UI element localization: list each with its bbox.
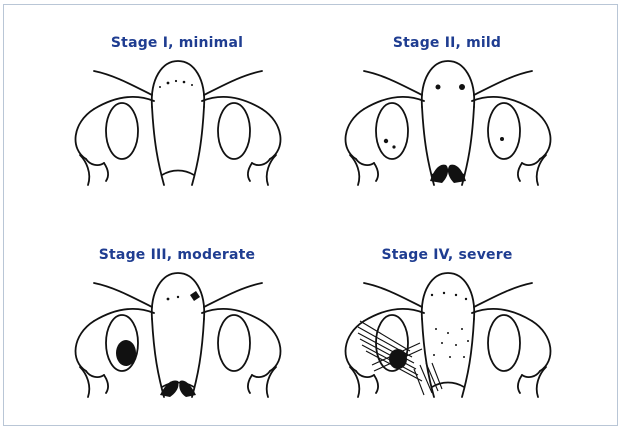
panel-stage-3: Stage III, moderate	[42, 225, 312, 410]
uterus-stage-1-illustration	[42, 13, 312, 198]
uterus-stage-2-illustration	[312, 13, 582, 198]
panel-stage-1: Stage I, minimal	[42, 13, 312, 198]
adhesion-lines	[358, 321, 422, 381]
uterus-stage-4-illustration	[312, 225, 582, 410]
panel-stage-4: Stage IV, severe	[312, 225, 582, 410]
figure-frame: Stage I, minimal	[3, 4, 618, 426]
uterus-stage-3-illustration	[42, 225, 312, 410]
panel-stage-2: Stage II, mild	[312, 13, 582, 198]
